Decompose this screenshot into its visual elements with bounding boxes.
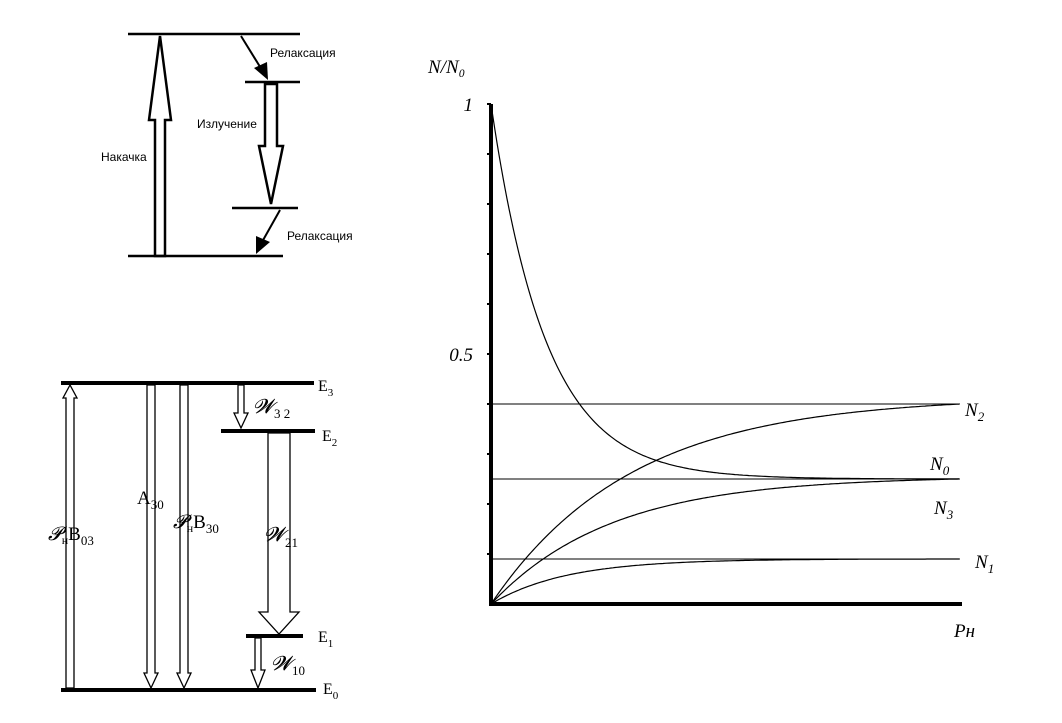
w21-arrow [257, 432, 301, 635]
y-minor-ticks [487, 103, 491, 555]
curve-N0 [490, 103, 959, 480]
pump-down-arrow [175, 384, 193, 690]
relaxation-arrow-top-line [240, 35, 263, 71]
pumping-label: Накачка [101, 150, 147, 164]
relaxation-arrow-top-head [254, 62, 268, 80]
w10-label: 𝓦10 [271, 653, 305, 678]
relaxation-top-label: Релаксация [270, 46, 336, 60]
pump-up-label: 𝓟нB03 [48, 524, 94, 548]
series-label-N0: N0 [929, 454, 950, 478]
pump-down-label: 𝓟нB30 [173, 512, 219, 536]
y-tick-labels: 10.5 [449, 95, 473, 366]
level-e2-label: E2 [322, 428, 337, 449]
series-label-N1: N1 [974, 552, 994, 576]
w10-arrow [250, 637, 266, 690]
curve-N2 [490, 403, 960, 605]
level-e0-label: E0 [323, 681, 339, 702]
curve-N3 [490, 478, 960, 605]
relaxation-arrow-bottom-line [261, 209, 281, 243]
emission-arrow [257, 82, 285, 205]
population-curves [490, 103, 960, 605]
a30-label: A30 [137, 488, 164, 512]
curve-N1 [490, 558, 959, 605]
series-label-N2: N2 [964, 400, 985, 424]
energy-level-diagram: E3 E2 E1 E0 𝓟нB03 A30 𝓟нB30 𝓦3 2 𝓦21 𝓦10 [48, 378, 339, 702]
level-e1-label: E1 [318, 629, 333, 650]
pump-up-arrow [61, 383, 79, 689]
level-e3-label: E3 [318, 378, 334, 399]
w32-label: 𝓦3 2 [253, 396, 290, 421]
laser-scheme-diagram: Накачка Релаксация Излучение Релаксация [101, 32, 353, 258]
series-label-N3: N3 [933, 498, 954, 522]
w32-arrow [232, 384, 250, 430]
a30-arrow [142, 384, 160, 690]
y-axis-label: N/N₀ [427, 57, 465, 78]
y-tick-label: 1 [464, 95, 474, 116]
y-tick-label: 0.5 [449, 345, 473, 366]
relaxation-bottom-label: Релаксация [287, 229, 353, 243]
emission-label: Излучение [197, 117, 257, 131]
relaxation-arrow-bottom-head [256, 236, 270, 254]
pumping-arrow [147, 35, 173, 258]
x-axis-label: Pн [953, 621, 975, 642]
w21-label: 𝓦21 [264, 524, 298, 550]
